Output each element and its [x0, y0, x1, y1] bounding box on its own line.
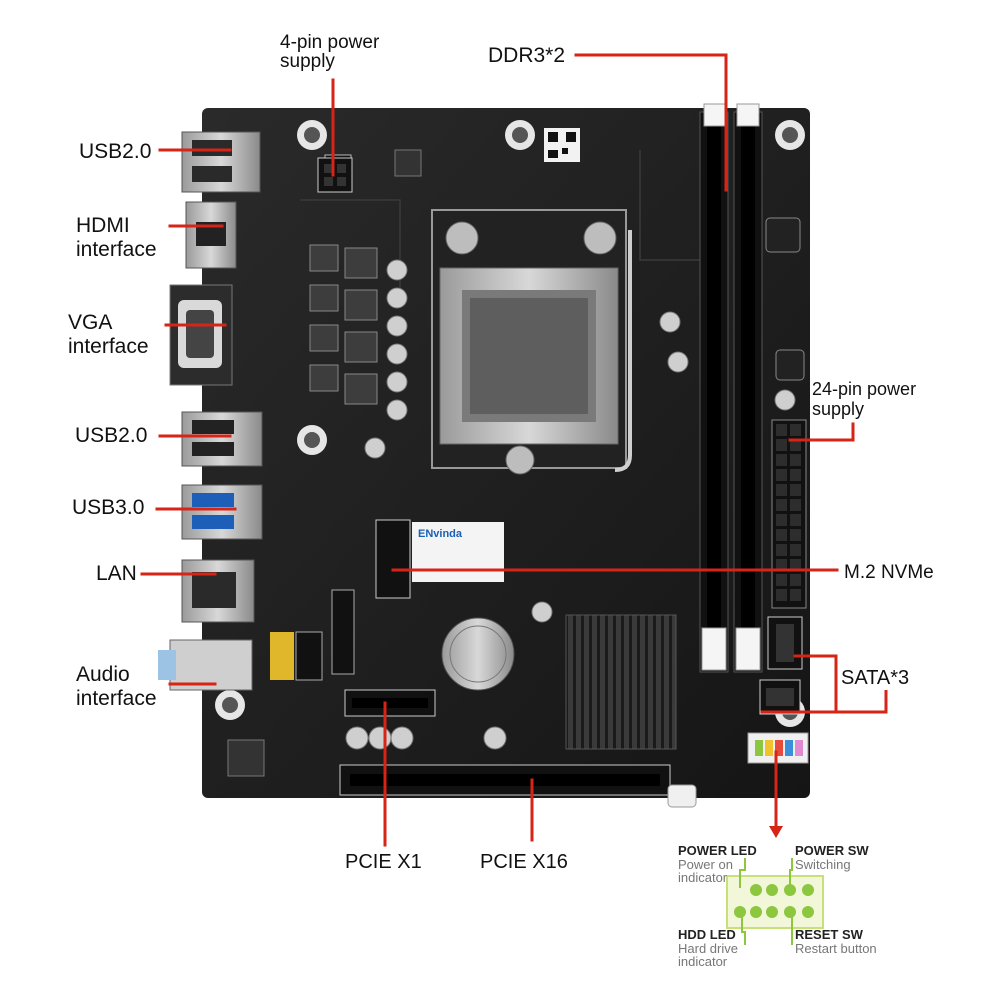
label-24pin-power-line1: 24-pin power	[812, 379, 917, 399]
fp-power-led-title: POWER LED	[678, 843, 757, 858]
label-4pin-power: 4-pin power supply	[280, 33, 379, 71]
fp-reset-sw-sub1: Restart button	[795, 941, 877, 956]
atx-pin	[790, 484, 801, 496]
fp-power-led-sub2: indicator	[678, 870, 728, 885]
legend-pin	[734, 906, 746, 918]
atx-pin	[790, 589, 801, 601]
atx-pin	[776, 469, 787, 481]
atx-pin	[790, 559, 801, 571]
fp-power-sw-sub1: Switching	[795, 857, 851, 872]
atx-pin	[776, 559, 787, 571]
atx-pin	[776, 589, 787, 601]
atx-pin	[776, 529, 787, 541]
sata-ports	[759, 616, 803, 715]
legend-pin	[784, 906, 796, 918]
atx-pin	[790, 529, 801, 541]
fp-reset-sw-title: RESET SW	[795, 927, 863, 942]
atx-pin	[776, 499, 787, 511]
chipset-heatsink	[565, 614, 677, 750]
label-audio-line1: Audio	[76, 663, 130, 686]
atx-pin	[776, 484, 787, 496]
legend-pin	[802, 884, 814, 896]
atx-pin	[776, 439, 787, 451]
legend-pin	[784, 884, 796, 896]
pcie-slots	[339, 689, 697, 808]
atx-pin	[790, 514, 801, 526]
label-hdmi-line2: interface	[76, 238, 157, 261]
fp-power-led-sub1: Power on	[678, 857, 733, 872]
callout-24pin	[788, 422, 855, 442]
label-audio-line2: interface	[76, 687, 157, 710]
legend-pin	[750, 906, 762, 918]
legend-pin	[766, 884, 778, 896]
ddr3-slots	[699, 103, 763, 673]
label-vga-line2: interface	[68, 335, 149, 358]
label-vga-line1: VGA	[68, 311, 113, 334]
label-24pin-power-line2: supply	[812, 399, 865, 419]
fp-hdd-led-sub1: Hard drive	[678, 941, 738, 956]
atx-pin	[776, 424, 787, 436]
fp-hdd-led-title: HDD LED	[678, 927, 736, 942]
fp-power-sw-title: POWER SW	[795, 843, 869, 858]
legend-pin	[750, 884, 762, 896]
label-24pin-power: 24-pin power supply	[812, 379, 916, 419]
label-usb30: USB3.0	[72, 496, 145, 519]
callout-ddr3	[574, 53, 728, 192]
callout-sata	[760, 654, 888, 714]
label-ddr3: DDR3*2	[488, 44, 566, 67]
atx-pin	[790, 439, 801, 451]
fp-hdd-led-sub2: indicator	[678, 954, 728, 969]
rear-io	[158, 131, 263, 691]
atx-pin	[790, 454, 801, 466]
label-audio: Audio interface	[76, 663, 157, 711]
cpu-4pin-connector	[317, 157, 353, 193]
atx-pin	[776, 454, 787, 466]
atx-pin	[790, 499, 801, 511]
atx-pin	[790, 544, 801, 556]
label-hdmi: HDMI interface	[76, 214, 157, 262]
front-panel-legend	[726, 858, 824, 945]
atx-pin	[790, 469, 801, 481]
label-4pin-power-line2: supply	[280, 51, 335, 72]
label-vga: VGA interface	[68, 311, 149, 359]
board-brand-print: ENvinda	[418, 528, 463, 540]
label-usb20-mid: USB2.0	[75, 424, 148, 447]
atx-pin	[790, 574, 801, 586]
label-lan: LAN	[96, 562, 137, 585]
atx-pin	[776, 544, 787, 556]
label-pcie-x1: PCIE X1	[345, 851, 422, 873]
label-m2: M.2 NVMe	[844, 562, 934, 583]
legend-pin	[766, 906, 778, 918]
label-usb20-top: USB2.0	[79, 140, 152, 163]
legend-pin	[802, 906, 814, 918]
atx-pin	[776, 514, 787, 526]
atx-pin	[776, 574, 787, 586]
cmos-battery	[441, 617, 515, 691]
cpu-socket	[431, 209, 632, 475]
front-panel-header	[747, 732, 809, 764]
label-pcie-x16: PCIE X16	[480, 851, 568, 873]
label-sata: SATA*3	[841, 667, 910, 689]
atx-pin	[790, 424, 801, 436]
vrm-components	[309, 244, 378, 405]
label-hdmi-line1: HDMI	[76, 214, 130, 237]
m2-slot	[375, 519, 504, 599]
front-panel-arrowhead	[769, 826, 783, 838]
label-4pin-power-line1: 4-pin power	[280, 32, 380, 53]
